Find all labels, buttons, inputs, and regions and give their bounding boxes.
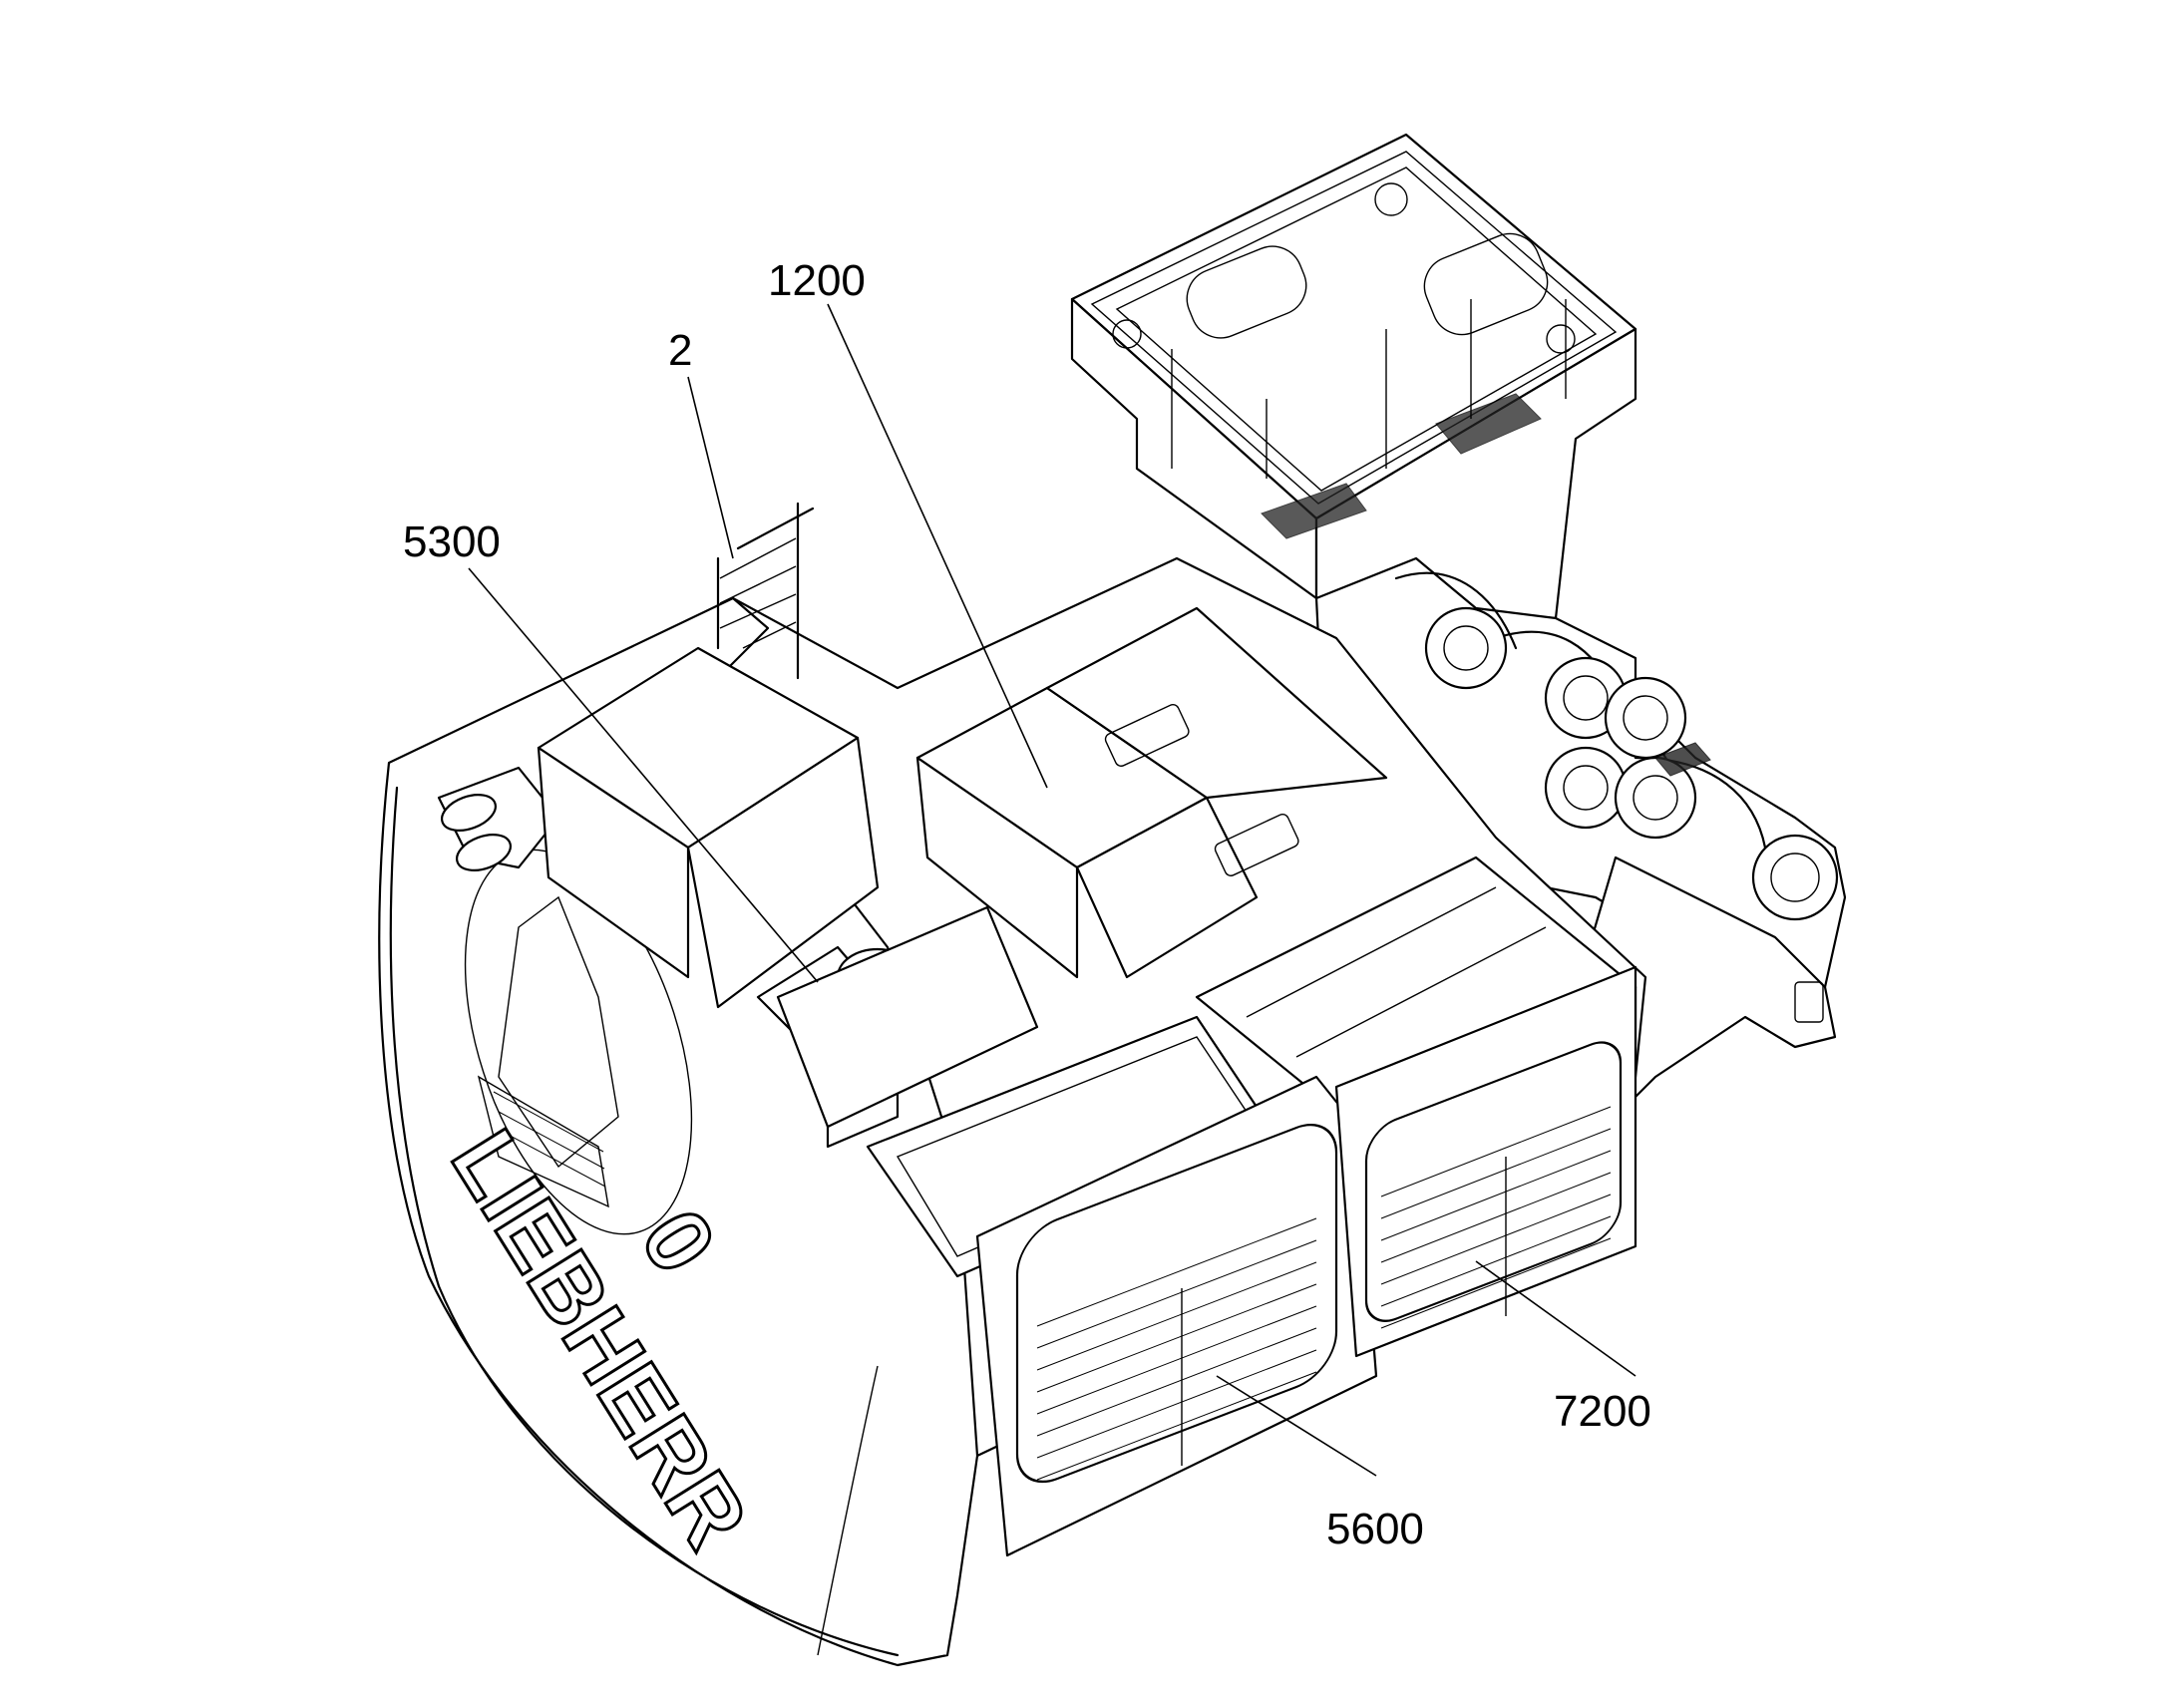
- callout-5600: 5600: [1326, 1505, 1424, 1553]
- leader-1200: [827, 303, 1048, 789]
- engine-components: [776, 905, 1278, 1278]
- ladder: [716, 502, 815, 680]
- cooler-unit-right: [1334, 965, 1637, 1358]
- grille-lines-right: [1380, 1106, 1612, 1329]
- callout-7200: 7200: [1554, 1387, 1651, 1436]
- callout-2: 2: [668, 326, 692, 375]
- engine-hood: [915, 606, 1388, 979]
- leader-5600: [1216, 1375, 1377, 1477]
- callouts: 2 1200 5300 7200 5600: [403, 256, 1651, 1553]
- exhaust-pipes: [437, 766, 560, 871]
- cab-frame: [1070, 133, 1637, 620]
- grille-lines-left: [1036, 1217, 1317, 1481]
- pin-bosses: [1424, 606, 1839, 921]
- leader-5300: [468, 567, 819, 983]
- leader-lines: [468, 303, 1636, 1477]
- leader-7200: [1475, 1260, 1636, 1377]
- callout-5300: 5300: [403, 517, 501, 566]
- callout-1200: 1200: [768, 256, 866, 305]
- cooler-grilles: [1036, 1106, 1612, 1481]
- leader-2: [687, 376, 734, 559]
